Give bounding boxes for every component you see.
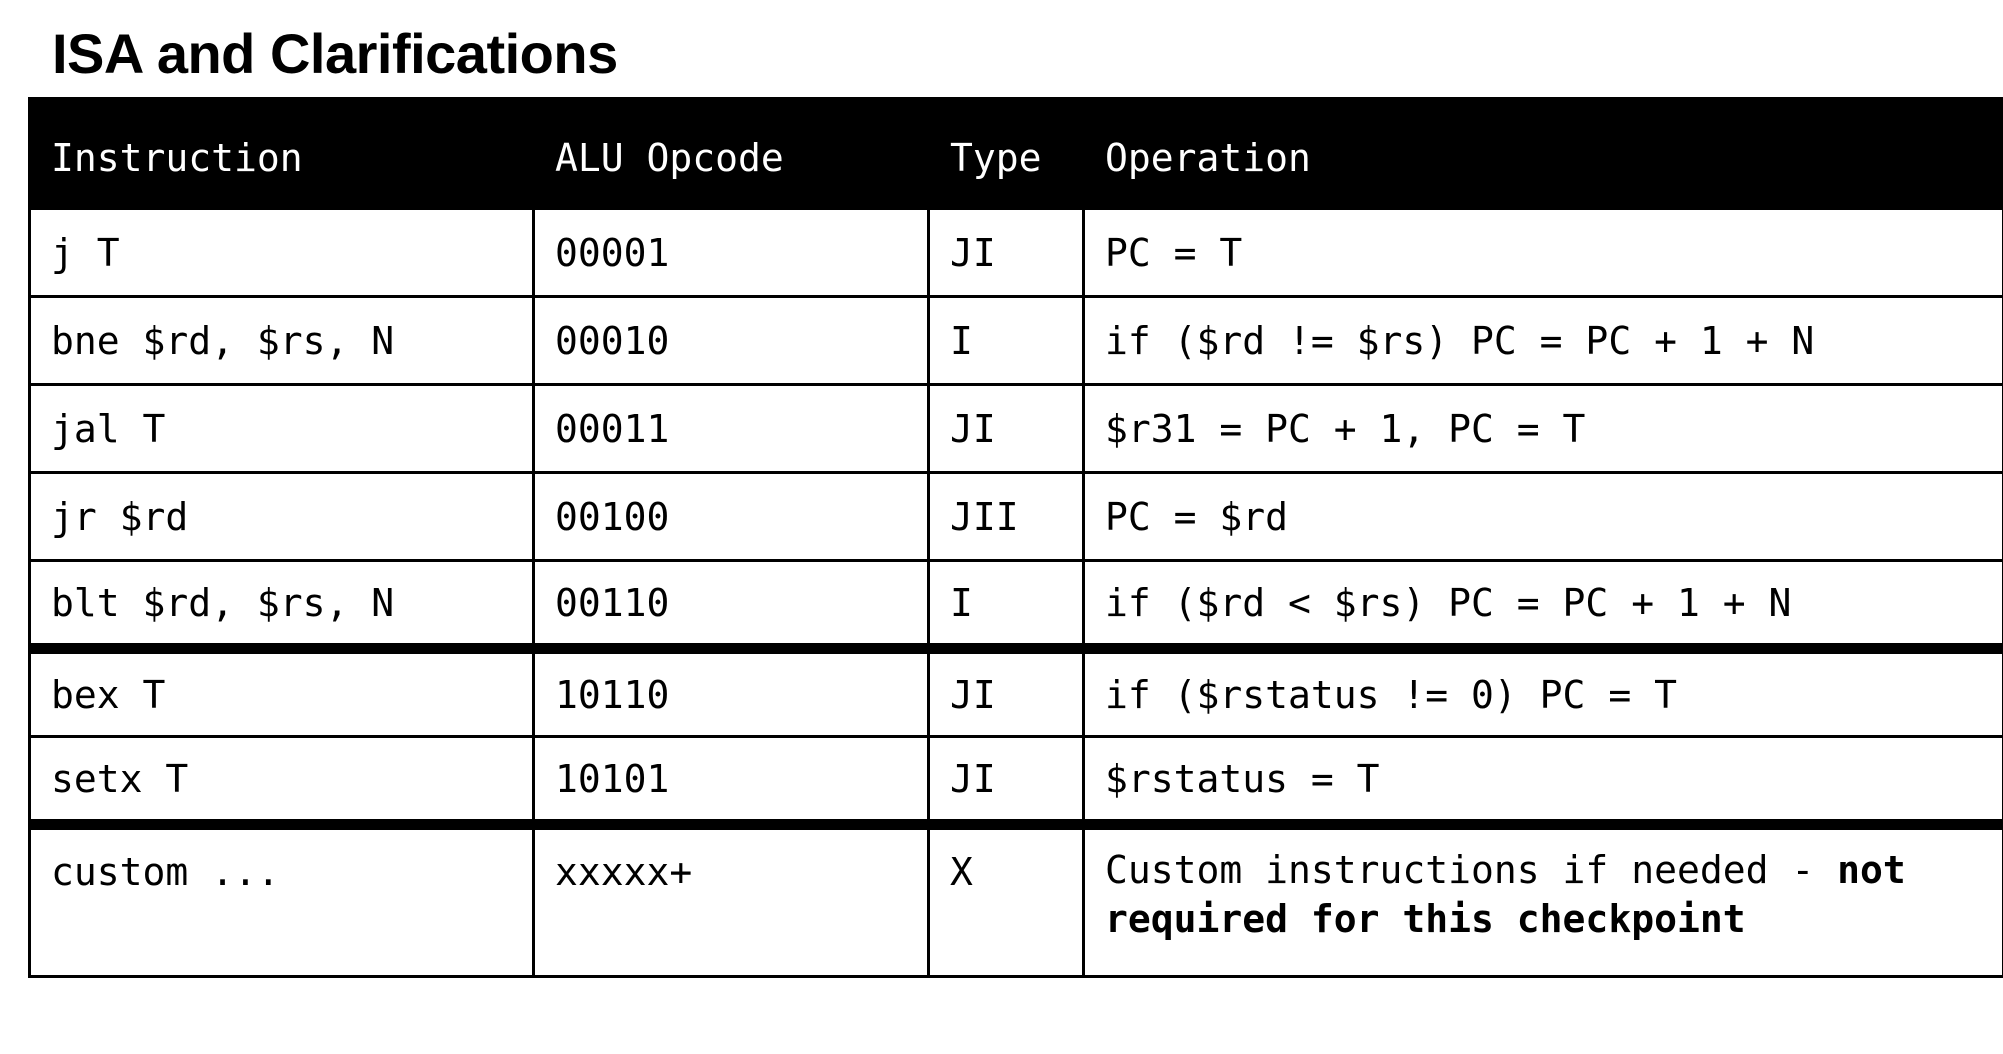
instruction-cell: bex T [28,643,535,738]
table-row: jr $rd 00100 JII PC = $rd [28,471,2003,562]
type-cell: JI [927,207,1085,298]
operation-cell: if ($rd < $rs) PC = PC + 1 + N [1082,559,2003,650]
table-row: jal T 00011 JI $r31 = PC + 1, PC = T [28,383,2003,474]
instruction-cell: j T [28,207,535,298]
type-cell: JII [927,471,1085,562]
opcode-cell: 00001 [532,207,930,298]
table-row: j T 00001 JI PC = T [28,207,2003,298]
table-row: custom ... xxxxx+ X Custom instructions … [28,819,2003,978]
operation-cell: if ($rd != $rs) PC = PC + 1 + N [1082,295,2003,386]
operation-cell: PC = T [1082,207,2003,298]
table-row: bex T 10110 JI if ($rstatus != 0) PC = T [28,643,2003,738]
isa-table: Instruction ALU Opcode Type Operation j … [28,97,2003,978]
operation-cell: Custom instructions if needed - not requ… [1082,819,2003,978]
type-cell: X [927,819,1085,978]
opcode-cell: xxxxx+ [532,819,930,978]
column-header-alu-opcode: ALU Opcode [532,97,930,210]
type-cell: JI [927,643,1085,738]
operation-cell: $rstatus = T [1082,735,2003,826]
column-header-type: Type [927,97,1085,210]
column-header-instruction: Instruction [28,97,535,210]
operation-text: Custom instructions if needed - [1105,848,1838,892]
instruction-cell: setx T [28,735,535,826]
type-cell: JI [927,735,1085,826]
instruction-cell: bne $rd, $rs, N [28,295,535,386]
opcode-cell: 00011 [532,383,930,474]
opcode-cell: 10101 [532,735,930,826]
operation-cell: PC = $rd [1082,471,2003,562]
table-header-row: Instruction ALU Opcode Type Operation [28,97,2003,210]
instruction-cell: jr $rd [28,471,535,562]
column-header-operation: Operation [1082,97,2003,210]
type-cell: I [927,295,1085,386]
operation-cell: if ($rstatus != 0) PC = T [1082,643,2003,738]
opcode-cell: 00010 [532,295,930,386]
page-title: ISA and Clarifications [52,22,618,85]
instruction-cell: custom ... [28,819,535,978]
instruction-cell: jal T [28,383,535,474]
opcode-cell: 00110 [532,559,930,650]
opcode-cell: 00100 [532,471,930,562]
type-cell: I [927,559,1085,650]
opcode-cell: 10110 [532,643,930,738]
instruction-cell: blt $rd, $rs, N [28,559,535,650]
table-row: setx T 10101 JI $rstatus = T [28,735,2003,826]
table-row: blt $rd, $rs, N 00110 I if ($rd < $rs) P… [28,559,2003,650]
operation-cell: $r31 = PC + 1, PC = T [1082,383,2003,474]
type-cell: JI [927,383,1085,474]
operation-note-bold: not required for this checkpoint [1105,848,1906,941]
table-row: bne $rd, $rs, N 00010 I if ($rd != $rs) … [28,295,2003,386]
